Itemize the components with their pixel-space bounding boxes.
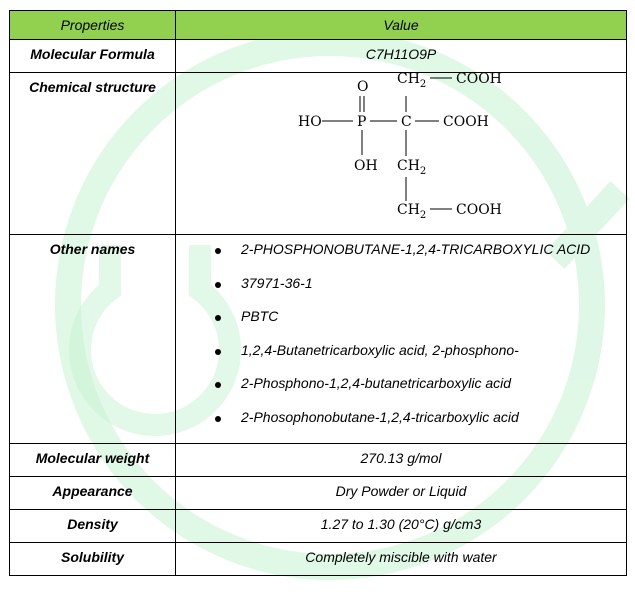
list-item: 2-Phosophonobutane-1,2,4-tricarboxylic a…: [177, 409, 625, 443]
molecular-weight-value: 270.13 g/mol: [175, 443, 627, 477]
density-label: Density: [9, 509, 176, 543]
other-names-cell: 2-PHOSPHONOBUTANE-1,2,4-TRICARBOXYLIC AC…: [175, 234, 627, 444]
atom-ho: HO: [298, 114, 322, 130]
atom-cooh-right: COOH: [443, 114, 489, 130]
chemical-structure-diagram: O HO P OH C COOH CH2: [298, 71, 502, 221]
atom-ch2-top: CH2: [397, 73, 426, 90]
atom-oh: OH: [354, 158, 378, 174]
atom-cooh-bottom: COOH: [456, 202, 502, 218]
molecular-weight-row: Molecular weight 270.13 g/mol: [9, 443, 627, 477]
density-value: 1.27 to 1.30 (20°C) g/cm3: [175, 509, 627, 543]
list-item: 2-Phosphono-1,2,4-butanetricarboxylic ac…: [177, 375, 625, 409]
molecular-weight-label: Molecular weight: [9, 443, 176, 477]
list-item: 1,2,4-Butanetricarboxylic acid, 2-phosph…: [177, 342, 625, 376]
solubility-row: Solubility Completely miscible with wate…: [9, 542, 627, 576]
bullet-icon: [215, 382, 221, 388]
atom-cooh-top: COOH: [456, 73, 502, 87]
header-row: Properties Value: [9, 10, 627, 40]
chemical-structure-cell: O HO P OH C COOH CH2: [175, 71, 627, 235]
molecular-formula-row: Molecular Formula C7H11O9P: [9, 39, 627, 73]
list-item: 37971-36-1: [177, 275, 625, 309]
properties-table: Properties Value Molecular Formula C7H11…: [9, 10, 627, 576]
appearance-row: Appearance Dry Powder or Liquid: [9, 476, 627, 510]
appearance-label: Appearance: [9, 476, 176, 510]
molecular-formula-label: Molecular Formula: [9, 39, 176, 73]
solubility-label: Solubility: [9, 542, 176, 576]
atom-ch2-bottom: CH2: [397, 202, 426, 221]
properties-header: Properties: [9, 10, 176, 40]
atom-p: P: [357, 114, 366, 130]
bullet-icon: [215, 415, 221, 422]
chemical-structure-label: Chemical structure: [9, 72, 176, 235]
other-names-row: Other names 2-PHOSPHONOBUTANE-1,2,4-TRIC…: [9, 234, 627, 444]
density-row: Density 1.27 to 1.30 (20°C) g/cm3: [9, 509, 627, 543]
bullet-icon: [215, 348, 221, 355]
bullet-icon: [215, 315, 221, 321]
molecular-formula-value: C7H11O9P: [175, 39, 627, 73]
solubility-value: Completely miscible with water: [175, 542, 627, 576]
value-header: Value: [175, 10, 627, 40]
list-item: PBTC: [177, 308, 625, 342]
appearance-value: Dry Powder or Liquid: [175, 476, 627, 510]
chemical-structure-row: Chemical structure O HO P OH C: [9, 71, 627, 235]
bullet-icon: [215, 281, 221, 288]
atom-c-center: C: [401, 114, 412, 130]
bullet-icon: [215, 248, 221, 254]
atom-o-top: O: [357, 79, 368, 95]
other-names-label: Other names: [9, 234, 176, 444]
atom-ch2-mid: CH2: [397, 158, 426, 177]
other-names-list: 2-PHOSPHONOBUTANE-1,2,4-TRICARBOXYLIC AC…: [177, 241, 625, 442]
list-item: 2-PHOSPHONOBUTANE-1,2,4-TRICARBOXYLIC AC…: [177, 241, 625, 275]
